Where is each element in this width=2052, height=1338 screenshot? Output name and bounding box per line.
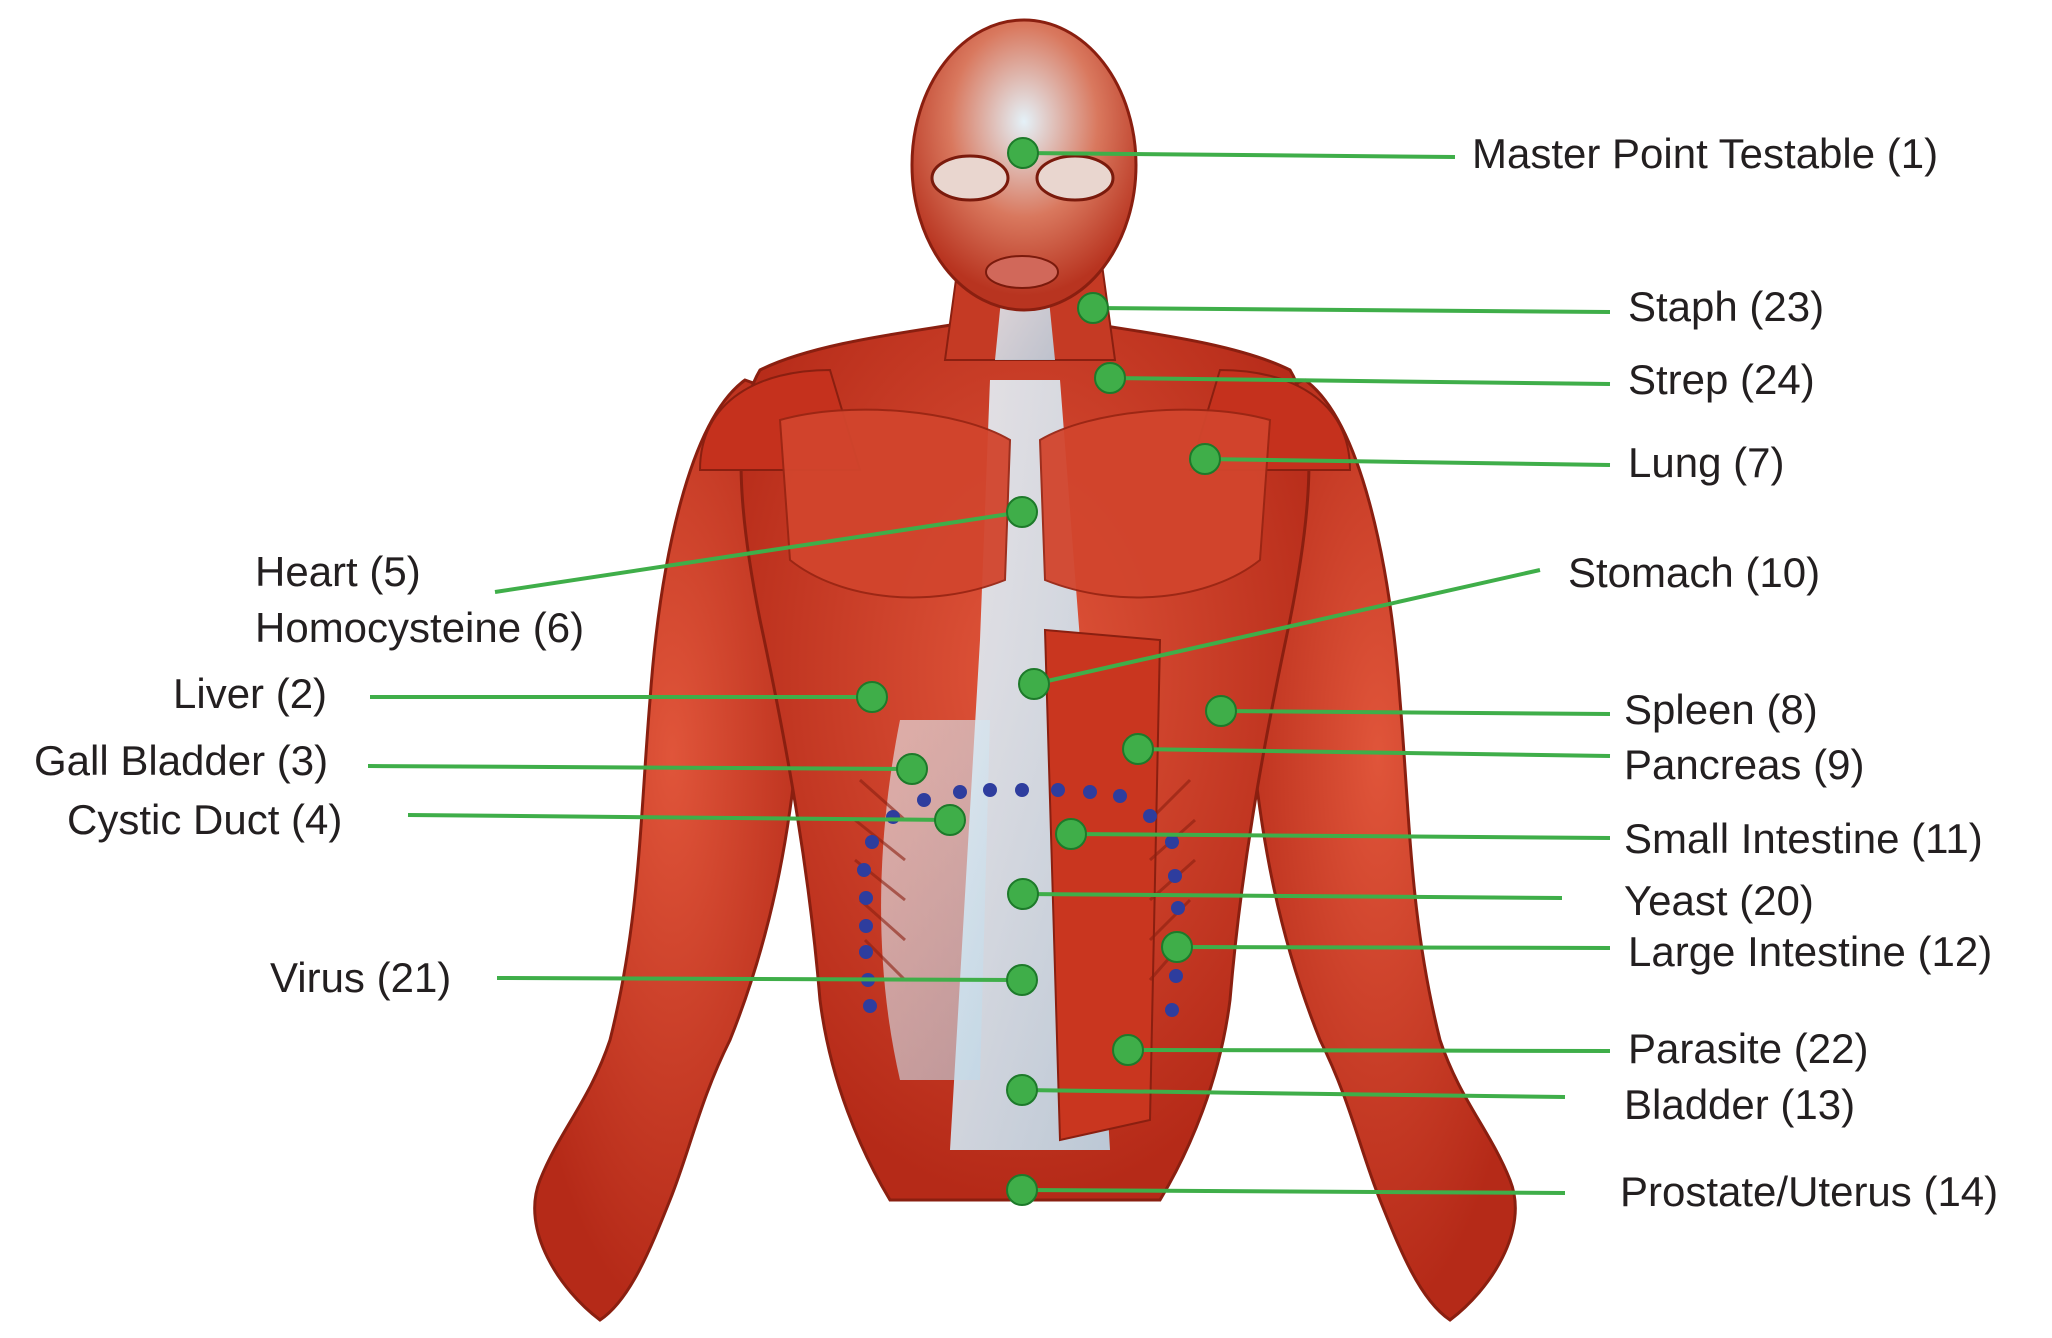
colon-path-dot xyxy=(1113,789,1127,803)
yeast-label: Yeast (20) xyxy=(1624,877,1814,925)
colon-path-dot xyxy=(1015,783,1029,797)
colon-path-dot xyxy=(1051,783,1065,797)
cystic-duct-label: Cystic Duct (4) xyxy=(67,796,342,844)
strep-label: Strep (24) xyxy=(1628,356,1815,404)
gall-bladder-label: Gall Bladder (3) xyxy=(34,737,328,785)
colon-path-dot xyxy=(917,793,931,807)
pancreas-label: Pancreas (9) xyxy=(1624,741,1864,789)
heart-point xyxy=(1007,497,1037,527)
stomach-label: Stomach (10) xyxy=(1568,549,1820,597)
virus-leader-line xyxy=(497,978,1022,980)
colon-path-dot xyxy=(865,835,879,849)
prostate-uterus-point xyxy=(1007,1175,1037,1205)
liver-point xyxy=(857,682,887,712)
bladder-label: Bladder (13) xyxy=(1624,1081,1855,1129)
yeast-point xyxy=(1008,879,1038,909)
small-intestine-point xyxy=(1056,819,1086,849)
virus-point xyxy=(1007,965,1037,995)
spleen-point xyxy=(1206,696,1236,726)
cystic-duct-point xyxy=(935,805,965,835)
colon-path-dot xyxy=(983,783,997,797)
colon-path-dot xyxy=(1165,835,1179,849)
prostate-uterus-label: Prostate/Uterus (14) xyxy=(1620,1168,1998,1216)
colon-path-dot xyxy=(857,863,871,877)
large-intestine-leader-line xyxy=(1177,947,1610,948)
spleen-label: Spleen (8) xyxy=(1624,686,1818,734)
heart-label: Heart (5) xyxy=(255,548,421,596)
body-silhouette xyxy=(535,20,1516,1320)
parasite-label: Parasite (22) xyxy=(1628,1025,1868,1073)
colon-path-dot xyxy=(1169,969,1183,983)
parasite-point xyxy=(1113,1035,1143,1065)
virus-label: Virus (21) xyxy=(270,954,451,1002)
large-intestine-point xyxy=(1162,932,1192,962)
colon-path-dot xyxy=(859,945,873,959)
staph-leader-line xyxy=(1093,308,1610,312)
colon-path-dot xyxy=(859,891,873,905)
colon-path-dot xyxy=(1171,901,1185,915)
lung-point xyxy=(1190,444,1220,474)
liver-label: Liver (2) xyxy=(173,670,327,718)
lung-label: Lung (7) xyxy=(1628,439,1784,487)
parasite-leader-line xyxy=(1128,1050,1610,1051)
gall-bladder-point xyxy=(897,754,927,784)
colon-path-dot xyxy=(1143,809,1157,823)
pancreas-point xyxy=(1123,734,1153,764)
bladder-point xyxy=(1007,1075,1037,1105)
colon-path-dot xyxy=(953,785,967,799)
colon-path-dot xyxy=(863,999,877,1013)
staph-point xyxy=(1078,293,1108,323)
staph-label: Staph (23) xyxy=(1628,283,1824,331)
master-point-label: Master Point Testable (1) xyxy=(1472,130,1938,178)
colon-path-dot xyxy=(859,919,873,933)
colon-path-dot xyxy=(1168,869,1182,883)
small-intestine-label: Small Intestine (11) xyxy=(1624,815,1983,863)
strep-point xyxy=(1095,363,1125,393)
colon-path-dot xyxy=(1165,1003,1179,1017)
stomach-point xyxy=(1019,669,1049,699)
colon-path-dot xyxy=(886,810,900,824)
homocysteine-label: Homocysteine (6) xyxy=(255,604,584,652)
colon-path-dot xyxy=(1083,785,1097,799)
large-intestine-label: Large Intestine (12) xyxy=(1628,928,1992,976)
master-point-point xyxy=(1008,138,1038,168)
